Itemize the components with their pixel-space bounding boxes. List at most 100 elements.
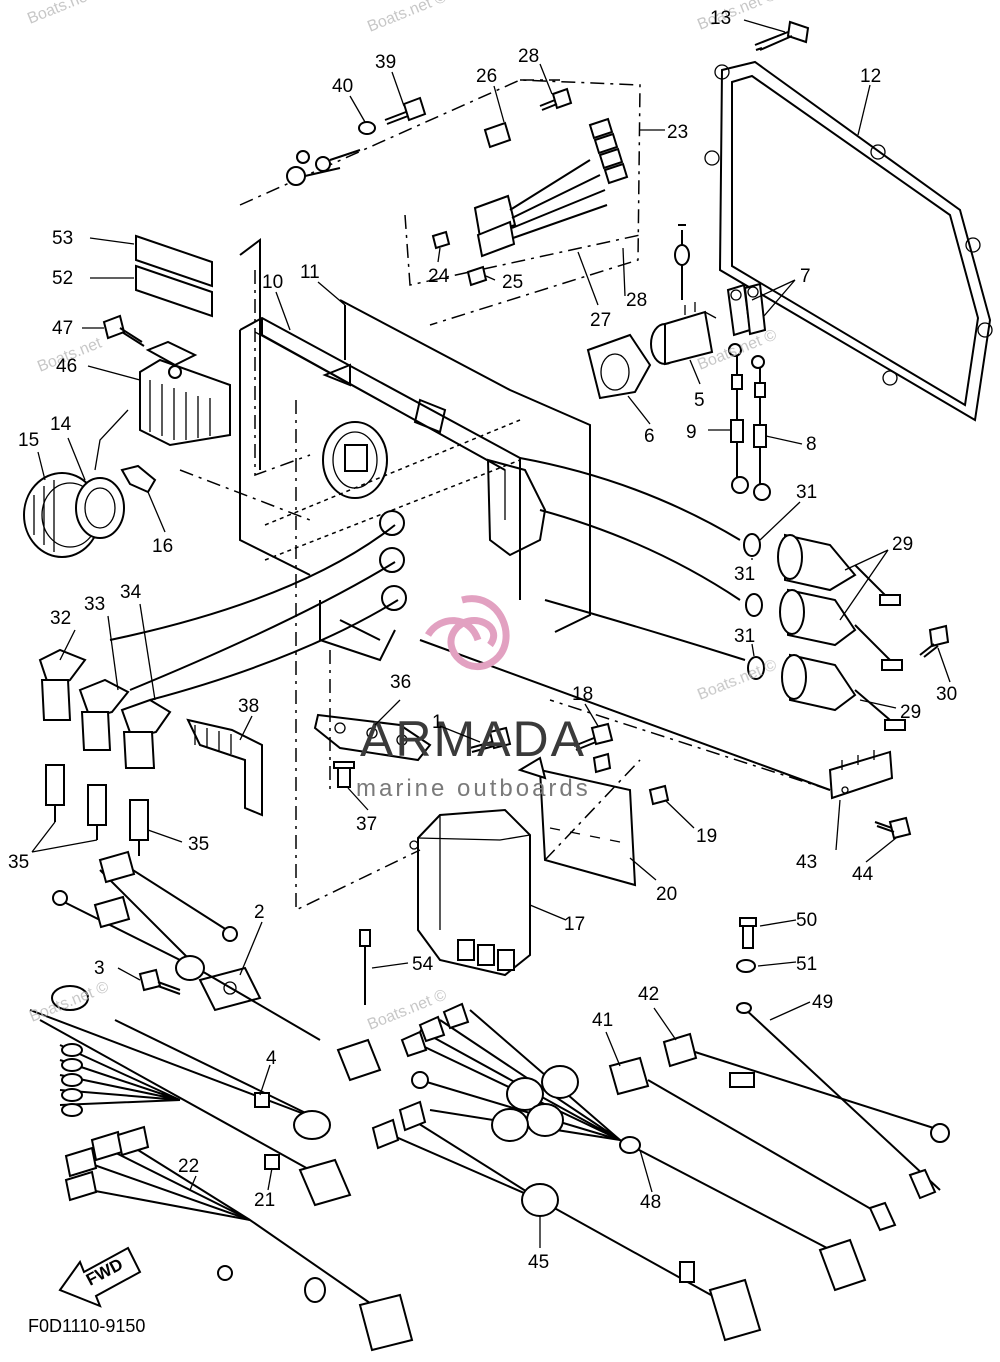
terminals <box>286 149 361 186</box>
washer-40 <box>358 121 376 135</box>
callout: 31 <box>734 564 755 585</box>
callout: 47 <box>52 318 73 339</box>
wire-lead-group-23 <box>239 79 641 326</box>
holder-6 <box>586 333 652 400</box>
callout: 49 <box>812 992 833 1013</box>
callout: 54 <box>412 954 434 975</box>
callout: 27 <box>590 310 611 331</box>
bracket-20 <box>517 756 637 887</box>
callout-labels: 13 12 39 28 26 40 23 53 52 24 25 28 27 7… <box>8 8 957 1273</box>
gasket-12 <box>704 60 993 422</box>
tie-54 <box>359 929 371 1005</box>
connector-19 <box>592 752 670 806</box>
callout: 26 <box>476 66 497 87</box>
callout: 42 <box>638 984 659 1005</box>
label-52 <box>135 264 213 318</box>
callout: 44 <box>852 864 874 885</box>
callout: 34 <box>120 582 142 603</box>
callout: 53 <box>52 228 73 249</box>
callout-leaders <box>31 19 951 1248</box>
figure-code: F0D1110-9150 <box>28 1316 145 1336</box>
lead-42 <box>662 1032 950 1143</box>
callout: 52 <box>52 268 73 289</box>
callout: 30 <box>936 684 957 705</box>
callout: 31 <box>734 626 755 647</box>
clip-16 <box>120 464 157 494</box>
callout: 29 <box>892 534 913 555</box>
lead-2 <box>52 850 382 1082</box>
electrical-box <box>239 238 591 662</box>
callout: 32 <box>50 608 71 629</box>
brand-logo: ARMADA marine outboards <box>356 595 591 802</box>
callout: 14 <box>50 414 72 435</box>
harness-21 <box>39 1019 352 1207</box>
watermark: Boats.net © <box>695 656 779 703</box>
brand-tagline: marine outboards <box>356 775 591 802</box>
callout: 22 <box>178 1156 199 1177</box>
callout: 33 <box>84 594 105 615</box>
rectifier-46 <box>94 340 231 471</box>
callout: 29 <box>900 702 921 723</box>
fwd-arrow-icon: FWD <box>58 1246 142 1308</box>
screw-37 <box>333 761 355 788</box>
callout: 20 <box>656 884 677 905</box>
leader-outlines <box>179 270 831 912</box>
callout: 15 <box>18 430 39 451</box>
watermark: Boats.net © <box>695 0 779 34</box>
callout: 18 <box>572 684 593 705</box>
callout: 11 <box>300 262 320 283</box>
harness-4 <box>29 985 331 1140</box>
callout: 39 <box>375 52 396 73</box>
callout: 31 <box>796 482 817 503</box>
screw-39 <box>384 96 427 125</box>
cable-8 <box>751 355 771 501</box>
screw-30 <box>919 624 950 658</box>
callout: 1 <box>432 712 443 733</box>
callout: 50 <box>796 910 817 931</box>
callout: 3 <box>94 958 105 979</box>
callout: 9 <box>686 422 697 443</box>
callout: 17 <box>564 914 585 935</box>
screw-50 <box>739 917 757 949</box>
callout: 37 <box>356 814 377 835</box>
ignition-coils-29 <box>743 533 906 731</box>
callout: 24 <box>428 266 450 287</box>
callout: 2 <box>254 902 265 923</box>
screw-28 <box>539 87 573 111</box>
callout: 48 <box>640 1192 661 1213</box>
callout: 45 <box>528 1252 549 1273</box>
harness-45 <box>371 1100 762 1342</box>
callout: 46 <box>56 356 77 377</box>
watermark: Boats.net <box>25 0 95 28</box>
relay-5 <box>650 224 717 366</box>
callout: 16 <box>152 536 173 557</box>
callout: 41 <box>592 1010 613 1031</box>
callout: 25 <box>502 272 523 293</box>
washer-51 <box>736 959 756 973</box>
callout: 13 <box>710 8 731 29</box>
callout: 12 <box>860 66 881 87</box>
plug-cap-33 <box>78 678 130 751</box>
callout: 4 <box>266 1048 277 1069</box>
callout: 6 <box>644 426 655 447</box>
callout: 8 <box>806 434 817 455</box>
callout: 28 <box>626 290 647 311</box>
screw-3 <box>138 968 181 995</box>
callout: 40 <box>332 76 353 97</box>
label-53 <box>135 234 213 288</box>
plate-43 <box>828 750 894 800</box>
spark-plug-35 <box>45 764 149 856</box>
callout: 36 <box>390 672 411 693</box>
seal-14 <box>75 477 125 539</box>
terminal-7 <box>726 282 767 337</box>
screw-47 <box>102 314 145 347</box>
plug-cap-32 <box>38 648 87 721</box>
brand-emblem-icon <box>447 595 510 670</box>
plate-36 <box>313 713 432 762</box>
callout: 38 <box>238 696 259 717</box>
callout: 21 <box>254 1190 275 1211</box>
plug-cap-34 <box>120 698 172 769</box>
watermark: Boats.net © <box>365 0 449 36</box>
callout: 23 <box>667 122 688 143</box>
